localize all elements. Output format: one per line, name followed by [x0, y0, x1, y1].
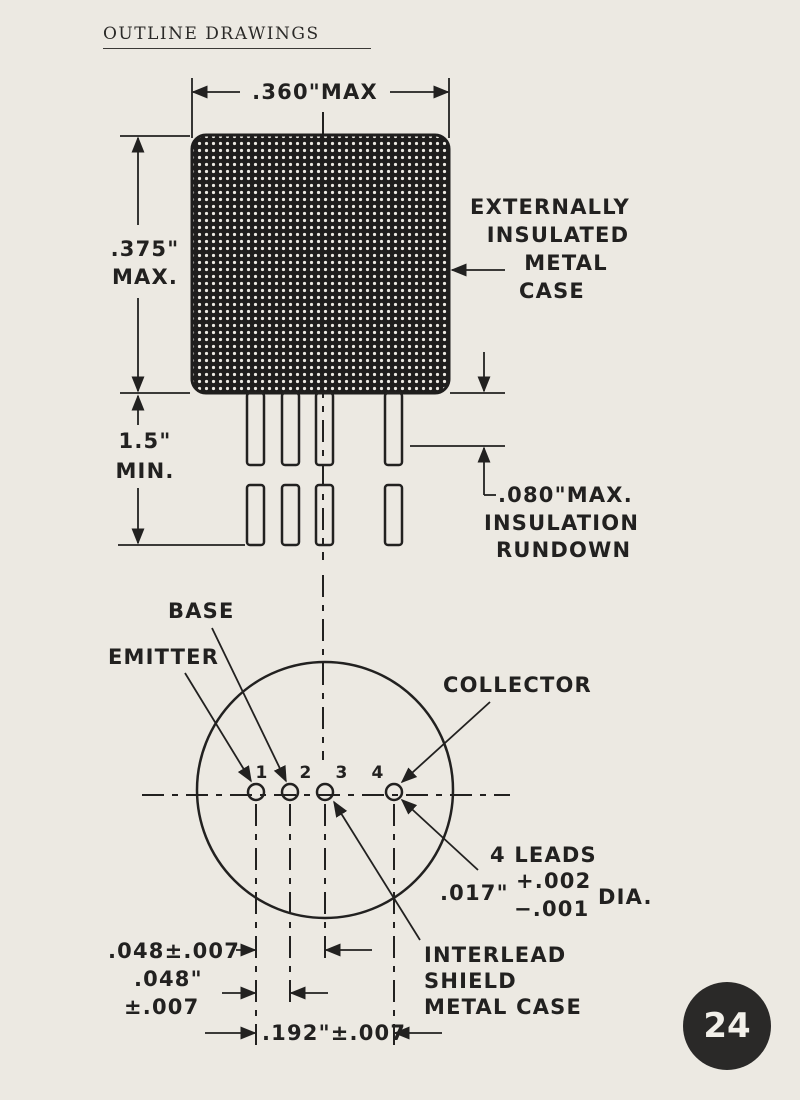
- pin-1-number: 1: [255, 763, 268, 783]
- interlead-shield-callout: INTERLEAD SHIELD METAL CASE: [333, 800, 582, 1019]
- pin-3-hole: [315, 782, 335, 802]
- rundown-label-rundown: RUNDOWN: [496, 538, 631, 562]
- lead-dia-main: .017": [440, 881, 509, 905]
- shield-label-line1: INTERLEAD: [424, 943, 566, 967]
- lead-3-upper: [314, 391, 335, 467]
- spacing-b-value: .048": [134, 967, 203, 991]
- lead-2-upper: [280, 391, 301, 467]
- lead-dia-minus: −.001: [514, 897, 589, 921]
- lead-4-upper: [383, 391, 404, 467]
- case-label-line3: METAL: [524, 251, 608, 275]
- pin-4-hole: [384, 782, 404, 802]
- page-number-badge: 24: [683, 982, 771, 1070]
- width-label: .360"MAX: [252, 80, 378, 104]
- width-dimension: .360"MAX: [191, 78, 450, 138]
- spacing-b-tol: ±.007: [124, 995, 199, 1019]
- pin-callouts: BASE EMITTER COLLECTOR: [108, 599, 592, 784]
- rundown-label-insulation: INSULATION: [484, 511, 639, 535]
- pin-2-number: 2: [299, 763, 312, 783]
- case-label: EXTERNALLY INSULATED METAL CASE: [450, 195, 630, 303]
- rundown-dimension: .080"MAX. INSULATION RUNDOWN: [410, 352, 639, 562]
- leads: [245, 391, 404, 547]
- pin-1-hole: [246, 782, 266, 802]
- page-header: OUTLINE DRAWINGS: [103, 24, 371, 49]
- collector-label: COLLECTOR: [443, 673, 592, 697]
- lead-length-value: 1.5": [119, 429, 172, 453]
- pin-2-hole: [280, 782, 300, 802]
- pin-holes: 1 2 3 4: [246, 763, 404, 802]
- lead-3-lower: [314, 483, 335, 547]
- lead-dia-unit: DIA.: [598, 885, 653, 909]
- leads-count-label: 4 LEADS: [490, 843, 597, 867]
- case-label-line4: CASE: [519, 279, 585, 303]
- lead-dia-plus: +.002: [516, 869, 591, 893]
- lead-length-min: MIN.: [115, 459, 174, 483]
- height-label-max: MAX.: [112, 265, 178, 289]
- lead-1-lower: [245, 483, 266, 547]
- bottom-view-outline: [195, 660, 455, 920]
- height-label-value: .375": [111, 237, 180, 261]
- spacing-extension-lines: [255, 804, 395, 1045]
- base-label: BASE: [168, 599, 235, 623]
- spacing-c-label: .192"±.007: [262, 1021, 406, 1045]
- height-dimension: .375" MAX.: [111, 135, 190, 394]
- lead-diameter-callout: 4 LEADS .017" +.002 −.001 DIA.: [400, 798, 653, 921]
- transistor-case: [190, 133, 451, 395]
- spacing-dimensions: .048±.007 .048" ±.007 .192"±.007: [108, 939, 442, 1045]
- lead-1-upper: [245, 391, 266, 467]
- lead-4-lower: [383, 483, 404, 547]
- lead-length-dimension: 1.5" MIN.: [115, 394, 245, 546]
- shield-label-line2: SHIELD: [424, 969, 517, 993]
- pin-3-number: 3: [335, 763, 348, 783]
- spacing-a-label: .048±.007: [108, 939, 240, 963]
- lead-2-lower: [280, 483, 301, 547]
- case-label-line1: EXTERNALLY: [470, 195, 630, 219]
- case-label-line2: INSULATED: [487, 223, 629, 247]
- rundown-label-value: .080"MAX.: [498, 483, 633, 507]
- shield-label-line3: METAL CASE: [424, 995, 582, 1019]
- emitter-label: EMITTER: [108, 645, 219, 669]
- pin-4-number: 4: [371, 763, 384, 783]
